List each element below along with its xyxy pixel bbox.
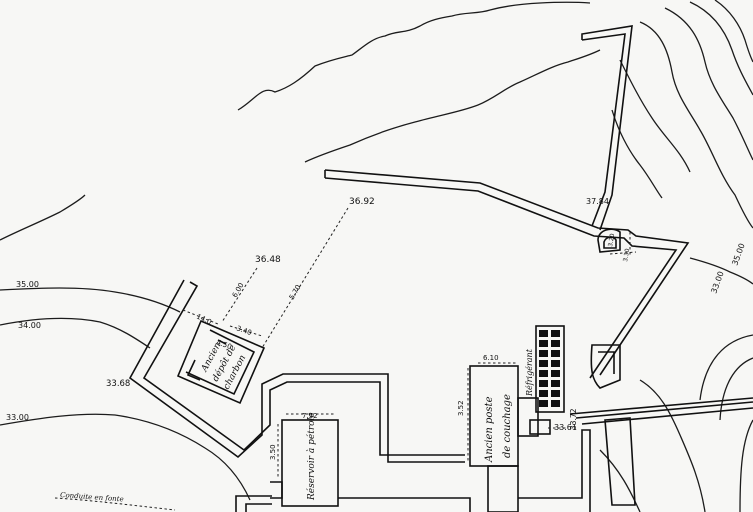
contour-right-5 xyxy=(619,59,691,173)
refrigerant-cell xyxy=(551,370,560,377)
coal-depot-inner-wall xyxy=(128,279,465,463)
elevation-37-84: 37.84 xyxy=(586,197,609,206)
jetty-bastion-inner xyxy=(598,351,615,374)
contour-label-35-right: 35.00 xyxy=(730,242,746,267)
elevation-33-61: 33.61 xyxy=(554,423,577,432)
coal-depot-building-inner xyxy=(185,329,256,396)
dim-36-48-line xyxy=(221,267,258,323)
jetty-bastion xyxy=(590,344,621,389)
dim-3-30: 3.30 xyxy=(622,248,631,263)
refrigerant-cell xyxy=(539,360,548,367)
contour-label-35: 35.00 xyxy=(16,280,39,289)
dim-36-92-line xyxy=(261,207,349,349)
jetty-upper-inner xyxy=(324,177,678,379)
reservoir-stub xyxy=(270,481,283,499)
contour-left-top xyxy=(0,194,86,241)
contour-right-1 xyxy=(639,21,753,229)
dim-chamber xyxy=(609,251,637,255)
refrigerant-cell xyxy=(551,390,560,397)
refrigerant-cell xyxy=(551,340,560,347)
refrigerant-cell xyxy=(539,370,548,377)
refrigerant-cell xyxy=(539,340,548,347)
coal-depot-outer-wall xyxy=(142,281,465,456)
coal-depot-building xyxy=(176,319,266,405)
right-pipe-bottom xyxy=(581,407,753,425)
bottom-wall-right xyxy=(518,429,591,512)
dim-7-52: 7.52 xyxy=(302,412,318,420)
wall-vertical-right-inner xyxy=(581,33,626,227)
coal-depot-bracket xyxy=(186,359,201,381)
dim-3-40: 3.40 xyxy=(235,324,252,337)
small-chamber xyxy=(597,228,621,253)
refrigerant-cell xyxy=(551,350,560,357)
contour-right-curve-a xyxy=(699,334,753,401)
elevation-33-68: 33.68 xyxy=(106,379,130,389)
label-conduite: Conduite en fonte xyxy=(60,491,124,503)
dim-3-40-line xyxy=(229,325,263,337)
dim-6-10: 6.10 xyxy=(483,354,499,362)
refrigerant-cell xyxy=(551,380,560,387)
contour-label-34: 34.00 xyxy=(18,321,41,330)
dim-14-0: 14.0 xyxy=(195,313,213,327)
dim-14-line xyxy=(182,309,219,325)
elevation-36-48: 36.48 xyxy=(255,255,281,265)
elevation-36-92: 36.92 xyxy=(349,197,375,207)
right-lower-box xyxy=(604,417,636,506)
refrigerant-box-lower xyxy=(517,397,539,437)
contour-right-lower xyxy=(639,379,706,512)
contour-33 xyxy=(0,413,251,501)
refrigerant-block xyxy=(535,325,565,413)
bottom-wall-2 xyxy=(338,497,471,512)
coal-depot-bracket-top xyxy=(217,339,227,345)
jetty-upper xyxy=(324,169,690,376)
contour-right-curve-c xyxy=(739,419,753,512)
refrigerant-cell xyxy=(539,390,548,397)
dim-3-50: 3.50 xyxy=(269,444,277,460)
elevation-33-72: 33.72 xyxy=(569,408,578,430)
wall-vertical-right xyxy=(581,25,633,231)
contour-right-35 xyxy=(689,257,753,285)
refrigerant-cell xyxy=(551,400,560,407)
contour-right-6 xyxy=(611,109,663,199)
refrigerant-cell xyxy=(539,330,548,337)
contour-34 xyxy=(0,317,151,349)
bottom-wall-3 xyxy=(245,503,272,512)
contour-right-4 xyxy=(714,0,753,63)
bottom-wall xyxy=(235,495,272,512)
dim-3-52: 3.52 xyxy=(457,400,465,416)
contour-35 xyxy=(0,287,181,313)
label-reservoir: Réservoir à pétrole xyxy=(306,412,317,501)
refrigerant-cell xyxy=(539,400,548,407)
refrigerant-box-small xyxy=(529,419,551,435)
couchage-building-ext xyxy=(487,465,519,512)
refrigerant-cell xyxy=(551,360,560,367)
petrol-reservoir xyxy=(281,419,339,507)
contour-label-33-right: 33.00 xyxy=(709,270,725,295)
small-chamber-inner xyxy=(603,236,617,249)
contour-label-33: 33.00 xyxy=(6,413,29,422)
dim-3-20: 3.20 xyxy=(607,233,616,248)
contour-hill-top xyxy=(237,1,591,111)
label-refrigerant: Réfrigérant xyxy=(525,348,534,397)
contour-hill-lower xyxy=(304,49,601,163)
refrigerant-cell xyxy=(539,380,548,387)
right-pipe-mid xyxy=(575,401,753,419)
conduite-line xyxy=(54,497,176,511)
contour-right-inner xyxy=(599,449,641,512)
dim-6-00: 6.00 xyxy=(231,281,246,299)
contour-right-2 xyxy=(664,7,753,161)
contour-right-3 xyxy=(689,1,753,96)
label-couchage-line1: Ancien poste xyxy=(484,396,495,463)
right-pipe-top xyxy=(569,397,753,415)
refrigerant-cell xyxy=(551,330,560,337)
label-couchage-line2: de couchage xyxy=(502,394,513,458)
refrigerant-cell xyxy=(539,350,548,357)
